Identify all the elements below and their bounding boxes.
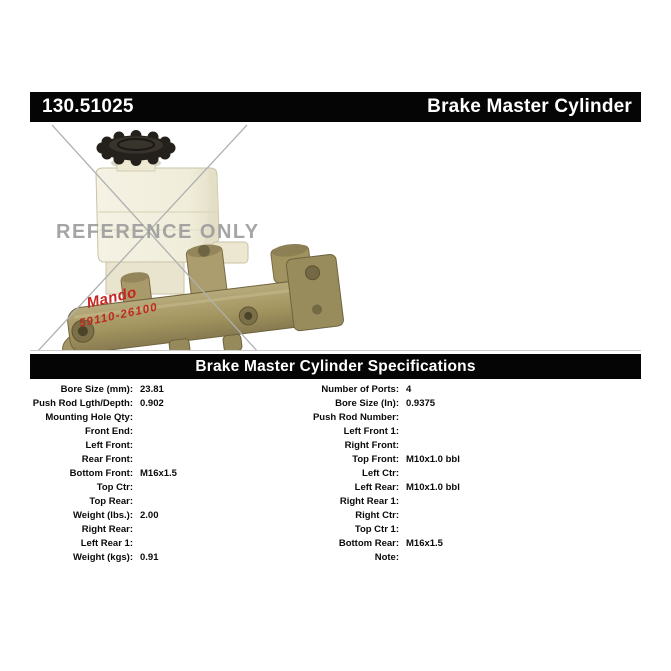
cylinder-body [62, 244, 344, 350]
spec-value: 23.81 [140, 384, 164, 395]
spec-label: Top Front: [352, 454, 399, 465]
spec-label: Bore Size (In): [335, 398, 399, 409]
spec-value [133, 537, 305, 551]
spec-row: Mounting Hole Qty: [20, 411, 305, 425]
reservoir-cap [96, 130, 176, 166]
spec-value [133, 425, 305, 439]
reservoir-shading [200, 169, 219, 259]
spec-value [133, 439, 305, 453]
spec-row: Top Front: M10x1.0 bbl [300, 453, 620, 467]
spec-label: Top Ctr 1: [354, 524, 399, 535]
mounting-flange [285, 253, 344, 332]
spec-value [399, 467, 620, 481]
spec-row: Push Rod Number: [300, 411, 620, 425]
spec-value [133, 495, 305, 509]
spec-label: Right Rear 1: [339, 496, 399, 507]
specs-header-bar: Brake Master Cylinder Specifications [30, 354, 641, 379]
spec-row: Number of Ports: 4 [300, 383, 620, 397]
spec-value [133, 523, 305, 537]
spec-label: Note: [374, 552, 399, 563]
spec-row: Note: [300, 551, 620, 565]
spec-value: 0.902 [140, 398, 164, 409]
spec-value [399, 411, 620, 425]
spec-label: Right Front: [344, 440, 399, 451]
spec-row: Left Ctr: [300, 467, 620, 481]
spec-row: Bore Size (In): 0.9375 [300, 397, 620, 411]
spec-label: Push Rod Lgth/Depth: [32, 398, 133, 409]
spec-value: 0.91 [140, 552, 159, 563]
spec-value [133, 411, 305, 425]
product-illustration: Mando 59110-26100 [37, 124, 344, 350]
spec-value: 2.00 [140, 510, 159, 521]
spec-label: Bottom Rear: [338, 538, 399, 549]
bottom-port [168, 338, 191, 350]
part-number-bar: 130.51025 Brake Master Cylinder [30, 92, 641, 122]
spec-row: Weight (kgs): 0.91 [20, 551, 305, 565]
spec-label: Left Ctr: [362, 468, 399, 479]
spec-row: Push Rod Lgth/Depth: 0.902 [20, 397, 305, 411]
spec-row: Right Ctr: [300, 509, 620, 523]
spec-row: Right Rear 1: [300, 495, 620, 509]
spec-label: Right Rear: [81, 524, 133, 535]
spec-value: M10x1.0 bbl [406, 454, 460, 465]
spec-value: 0.9375 [406, 398, 436, 409]
watermark-line [51, 124, 258, 350]
spec-label: Rear Front: [81, 454, 133, 465]
spec-label: Number of Ports: [321, 384, 399, 395]
spec-label: Top Rear: [89, 496, 133, 507]
spec-row: Left Rear: M10x1.0 bbl [300, 481, 620, 495]
spec-value [399, 495, 620, 509]
spec-row: Bottom Front: M16x1.5 [20, 467, 305, 481]
spec-row: Top Rear: [20, 495, 305, 509]
part-number: 130.51025 [42, 96, 134, 117]
spec-label: Push Rod Number: [312, 412, 399, 423]
reservoir-tank [95, 167, 220, 263]
spec-value: M16x1.5 [140, 468, 177, 479]
specs-table-left: Bore Size (mm): 23.81 Push Rod Lgth/Dept… [20, 383, 305, 565]
spec-row: Right Rear: [20, 523, 305, 537]
spec-value: 4 [406, 384, 412, 395]
watermark-line [37, 124, 248, 350]
specs-title: Brake Master Cylinder Specifications [195, 358, 476, 375]
product-title: Brake Master Cylinder [427, 96, 632, 117]
spec-label: Left Front 1: [343, 426, 399, 437]
spec-label: Right Ctr: [355, 510, 399, 521]
spec-value [133, 481, 305, 495]
spec-value: M16x1.5 [406, 538, 443, 549]
spec-row: Top Ctr: [20, 481, 305, 495]
spec-row: Rear Front: [20, 453, 305, 467]
spec-value [399, 509, 620, 523]
spec-row: Left Front: [20, 439, 305, 453]
spec-value: M10x1.0 bbl [406, 482, 460, 493]
spec-row: Front End: [20, 425, 305, 439]
spec-value [399, 523, 620, 537]
spec-row: Top Ctr 1: [300, 523, 620, 537]
spec-row: Right Front: [300, 439, 620, 453]
spec-row: Left Front 1: [300, 425, 620, 439]
spec-label: Bore Size (mm): [60, 384, 133, 395]
spec-label: Left Rear: [354, 482, 399, 493]
spec-label: Front End: [84, 426, 133, 437]
spec-row: Weight (lbs.): 2.00 [20, 509, 305, 523]
spec-value [399, 439, 620, 453]
spec-value [133, 453, 305, 467]
watermark-text: REFERENCE ONLY [56, 221, 260, 243]
spec-label: Mounting Hole Qty: [45, 412, 133, 423]
spec-row: Bottom Rear: M16x1.5 [300, 537, 620, 551]
product-photo: Mando 59110-26100 REFERENCE ONLY [30, 122, 641, 351]
spec-row: Bore Size (mm): 23.81 [20, 383, 305, 397]
specs-table-right: Number of Ports: 4 Bore Size (In): 0.937… [300, 383, 620, 565]
spec-value [399, 551, 620, 565]
spec-label: Weight (kgs): [73, 552, 133, 563]
spec-label: Left Front: [85, 440, 134, 451]
spec-label: Left Rear 1: [80, 538, 133, 549]
spec-row: Left Rear 1: [20, 537, 305, 551]
spec-value [399, 425, 620, 439]
spec-label: Weight (lbs.): [73, 510, 133, 521]
spec-label: Top Ctr: [96, 482, 133, 493]
spec-label: Bottom Front: [69, 468, 133, 479]
bottom-port [222, 333, 243, 350]
